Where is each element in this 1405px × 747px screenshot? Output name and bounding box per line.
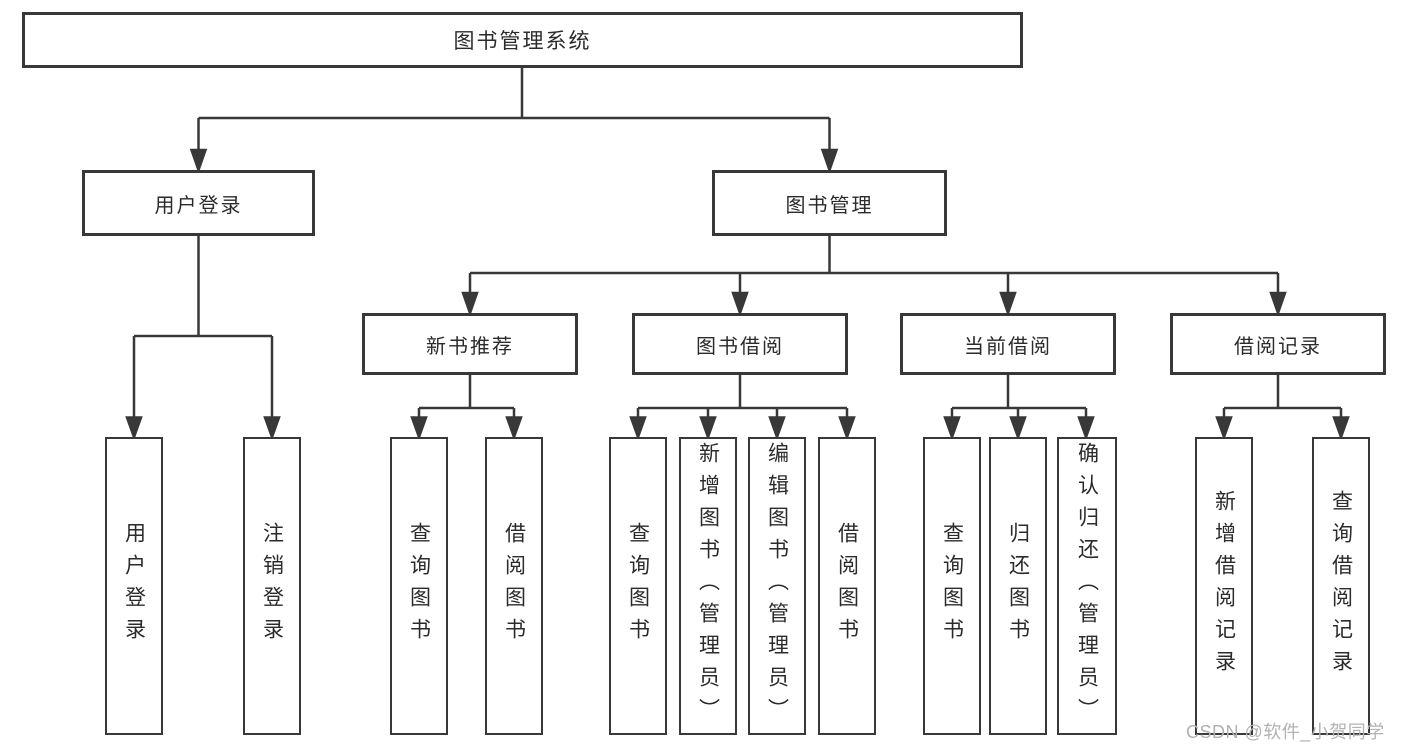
arrowhead-icon: [263, 416, 281, 441]
connector-user-login-children: [125, 236, 281, 441]
arrowhead-icon: [410, 416, 428, 441]
node-bb-add-books-admin: 新增图书（管理员）: [679, 437, 737, 735]
node-user-login-leaf: 用户登录: [105, 437, 163, 735]
node-library-system: 图书管理系统: [22, 12, 1023, 68]
arrowhead-icon: [999, 291, 1017, 317]
arrowhead-icon: [1332, 416, 1350, 441]
arrowhead-icon: [461, 291, 479, 317]
arrowhead-icon: [820, 148, 839, 174]
node-new-book-recommend: 新书推荐: [362, 313, 578, 375]
node-nb-query-books: 查询图书: [390, 437, 448, 735]
node-cb-query-books: 查询图书: [923, 437, 981, 735]
connector-book-mgmt-to-level3: [461, 236, 1287, 317]
node-user-login: 用户登录: [82, 170, 315, 236]
node-bb-edit-books-admin: 编辑图书（管理员）: [748, 437, 806, 735]
node-br-add-record: 新增借阅记录: [1195, 437, 1253, 735]
node-logout-leaf: 注销登录: [243, 437, 301, 735]
node-current-borrowing: 当前借阅: [900, 313, 1116, 375]
node-cb-confirm-return-admin: 确认归还（管理员）: [1057, 437, 1117, 735]
arrowhead-icon: [1215, 416, 1233, 441]
connector-new-book-rec-children: [410, 375, 523, 441]
connector-root-to-level2: [189, 68, 839, 174]
node-bb-borrow-books: 借阅图书: [818, 437, 876, 735]
node-book-management: 图书管理: [712, 170, 947, 236]
arrowhead-icon: [629, 416, 647, 441]
arrowhead-icon: [125, 416, 143, 441]
arrowhead-icon: [189, 148, 208, 174]
watermark-text: CSDN @软件_小贺同学: [1186, 722, 1385, 742]
connector-book-borrow-children: [629, 375, 856, 441]
node-bb-query-books: 查询图书: [609, 437, 667, 735]
arrowhead-icon: [768, 416, 786, 441]
arrowhead-icon: [1077, 416, 1095, 441]
arrowhead-icon: [838, 416, 856, 441]
node-cb-return-books: 归还图书: [989, 437, 1047, 735]
arrowhead-icon: [1269, 291, 1287, 317]
arrowhead-icon: [731, 291, 749, 317]
arrowhead-icon: [943, 416, 961, 441]
connector-current-borrow-children: [943, 375, 1095, 441]
arrowhead-icon: [505, 416, 523, 441]
node-br-query-record: 查询借阅记录: [1312, 437, 1370, 735]
arrowhead-icon: [1009, 416, 1027, 441]
connector-borrow-records-children: [1215, 375, 1350, 441]
arrowhead-icon: [699, 416, 717, 441]
node-nb-borrow-books: 借阅图书: [485, 437, 543, 735]
node-borrowing-records: 借阅记录: [1170, 313, 1386, 375]
node-book-borrowing: 图书借阅: [632, 313, 848, 375]
